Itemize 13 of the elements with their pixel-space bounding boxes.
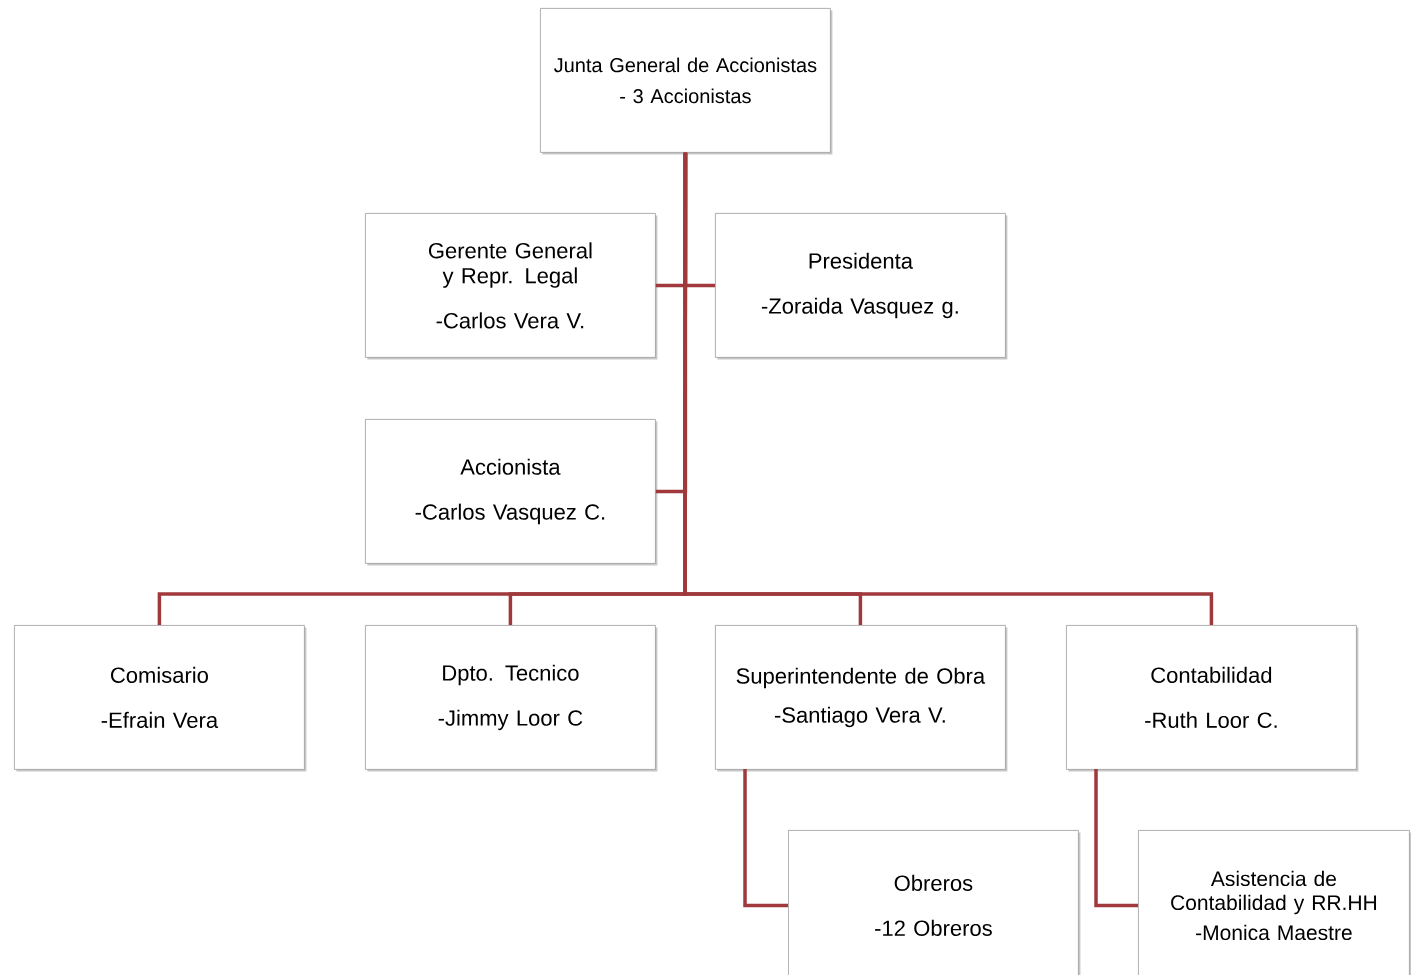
- connector-line: [683, 152, 1214, 625]
- org-box: Asistencia de Contabilidad y RR.HH -Monica Maestre: [1138, 830, 1411, 975]
- org-box: Obreros -12 Obreros: [788, 830, 1081, 975]
- org-box: Dpto. Tecnico -Jimmy Loor C: [365, 625, 658, 772]
- org-box: Presidenta -Zoraida Vasquez g.: [715, 213, 1008, 360]
- org-box: Contabilidad -Ruth Loor C.: [1066, 625, 1359, 772]
- org-box: Comisario -Efrain Vera: [14, 625, 307, 772]
- org-box: Superintendente de Obra -Santiago Vera V.: [715, 625, 1008, 772]
- org-box: Accionista -Carlos Vasquez C.: [365, 419, 658, 566]
- org-box: Gerente General y Repr. Legal -Carlos Vera V.: [365, 213, 658, 360]
- connector-line: [743, 769, 788, 908]
- org-box: Junta General de Accionistas - 3 Accionistas: [540, 8, 833, 155]
- connector-line: [1094, 769, 1138, 908]
